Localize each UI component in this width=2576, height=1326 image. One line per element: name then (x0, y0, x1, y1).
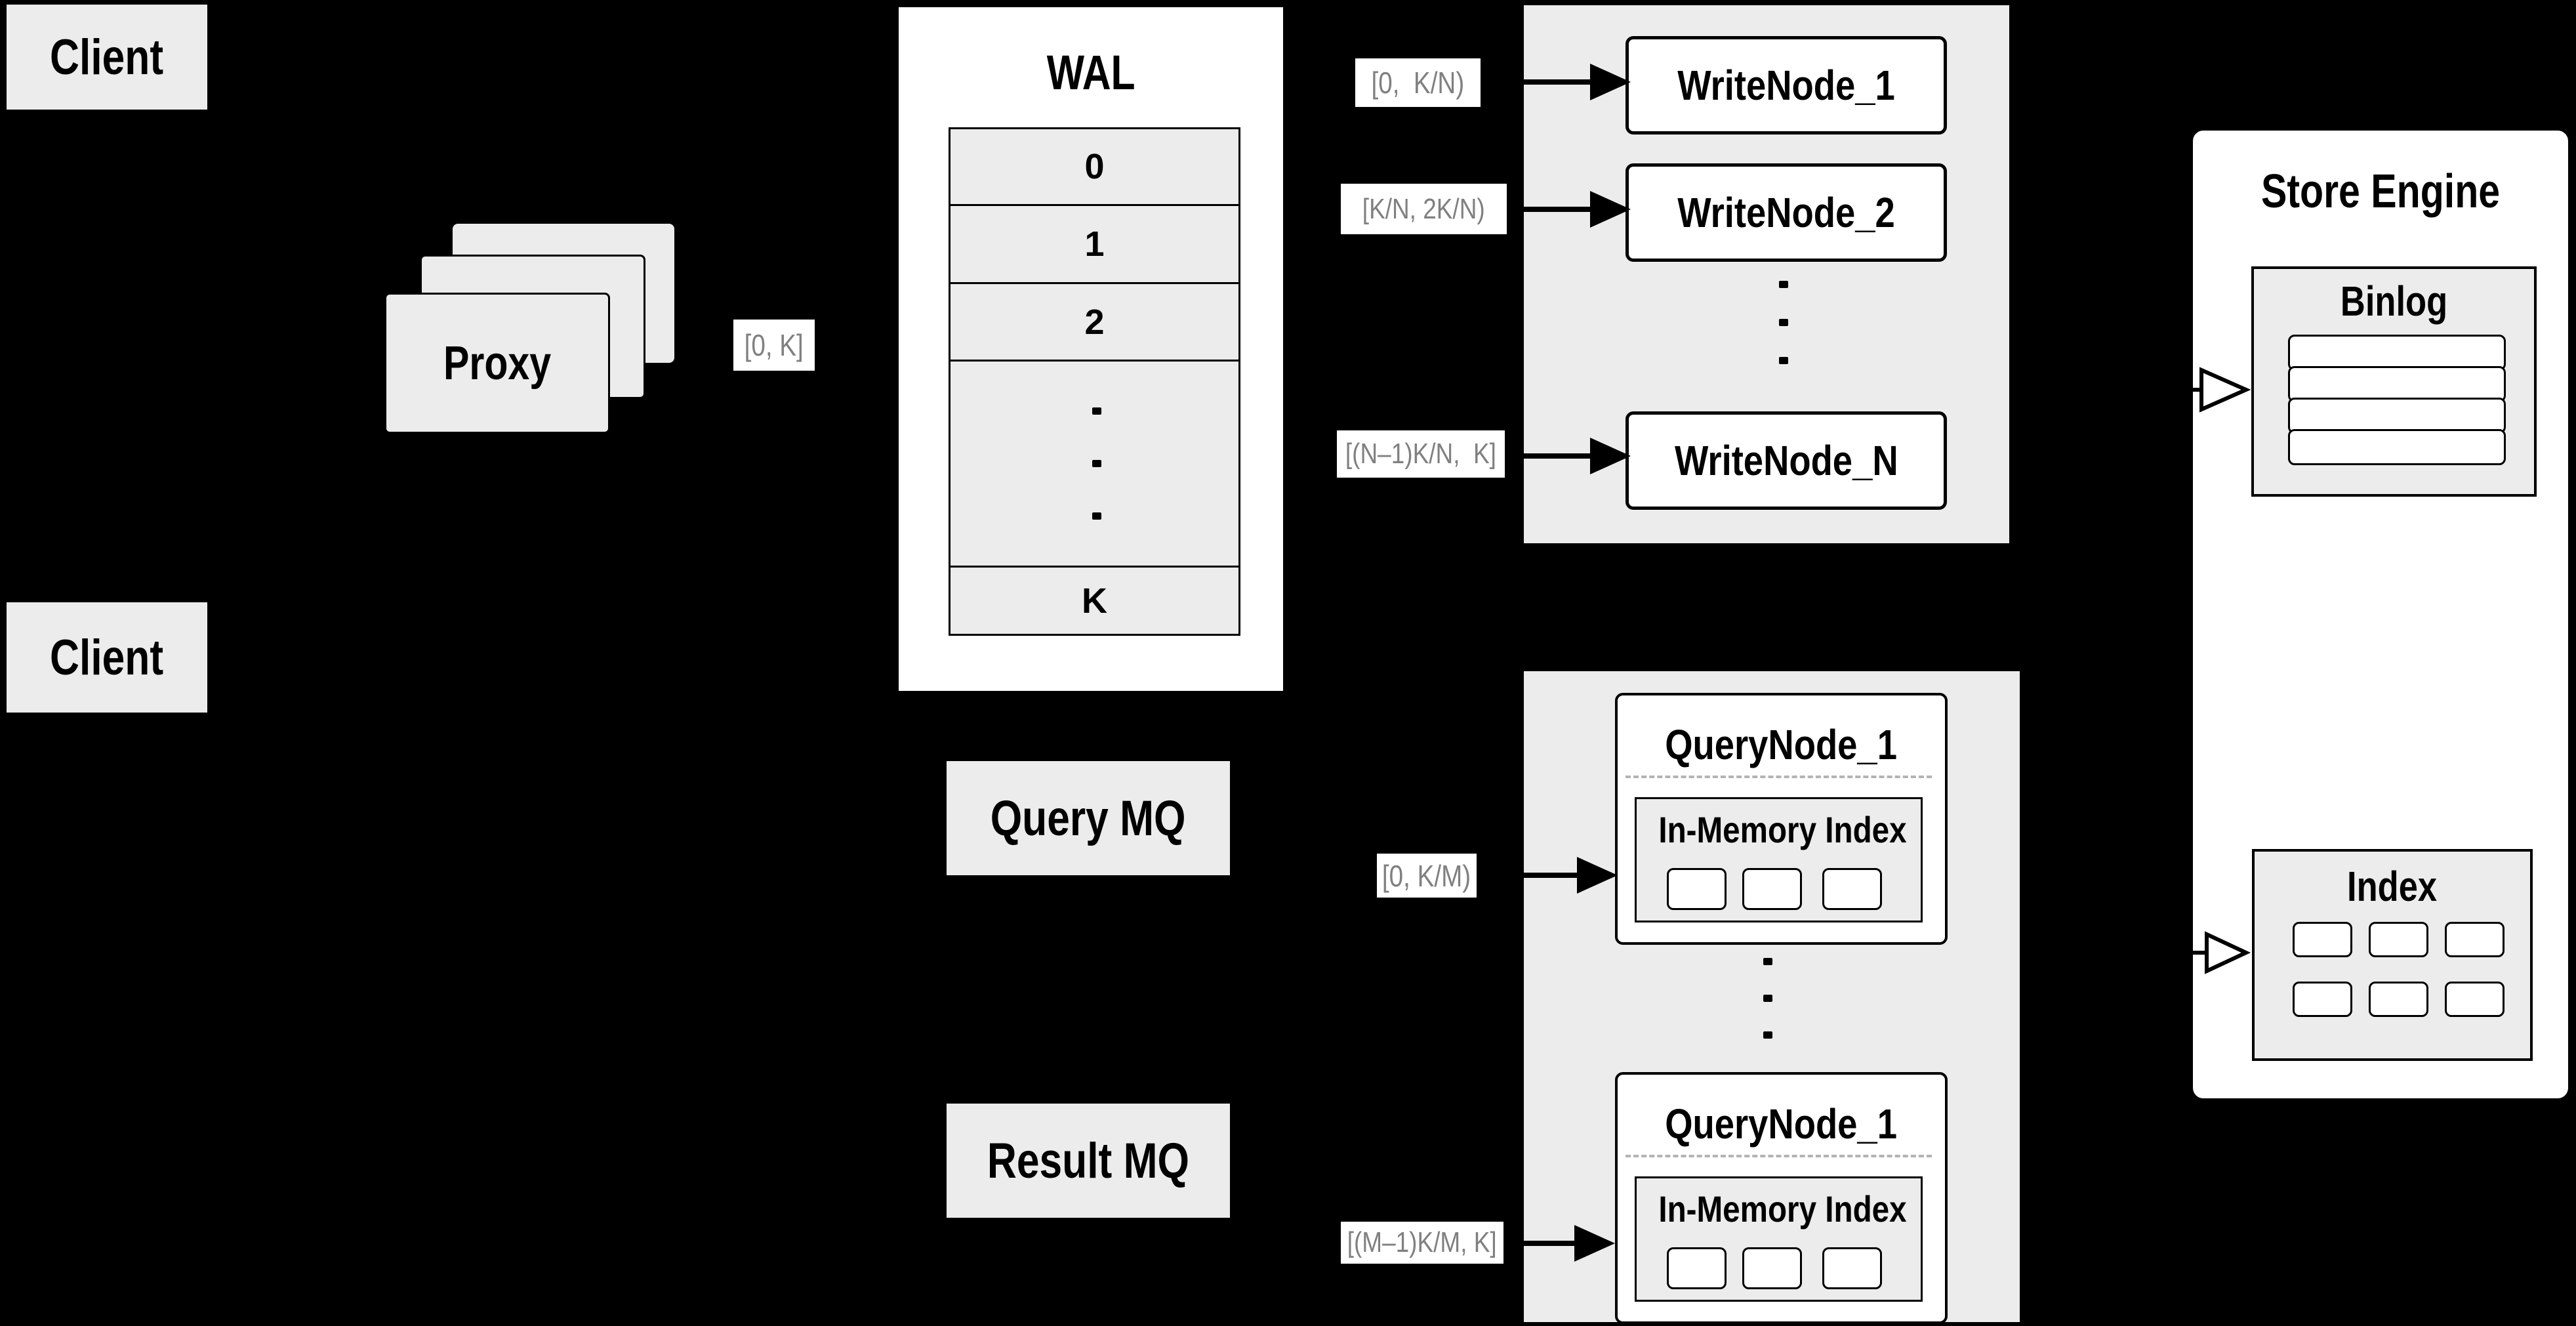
in-memory-index-a-title: In-Memory Index (1658, 809, 1907, 850)
client-box-bottom: Client (7, 602, 207, 713)
binlog-title: Binlog (2340, 278, 2448, 325)
wal-table: 0 1 2 K (949, 127, 1240, 636)
segment-chip (1822, 868, 1882, 910)
index-title: Index (2347, 863, 2438, 910)
index-chip (2293, 982, 2352, 1017)
write-node-2: WriteNode_2 (1625, 163, 1947, 262)
divider (1625, 776, 1932, 778)
ellipsis-dot (1092, 512, 1101, 520)
store-engine-title: Store Engine (2260, 165, 2501, 218)
wal-row-0: 0 (949, 127, 1240, 206)
binlog-row (2288, 398, 2506, 434)
range-label-write-1: [0, K/N) (1355, 58, 1481, 107)
ellipsis-dot (1779, 357, 1788, 364)
in-memory-index-b: In-Memory Index (1635, 1176, 1923, 1302)
index-chip (2445, 982, 2504, 1017)
range-label-write-2: [K/N, 2K/N) (1341, 184, 1507, 234)
ellipsis-dot (1092, 407, 1101, 415)
binlog-row (2288, 366, 2506, 402)
segment-chip (1822, 1247, 1882, 1289)
ellipsis-dot (1779, 319, 1788, 326)
wal-row-2: 2 (949, 284, 1240, 362)
write-node-1: WriteNode_1 (1625, 36, 1947, 135)
proxy-box: Proxy (384, 293, 610, 434)
result-mq-label: Result MQ (987, 1132, 1190, 1189)
proxy-label: Proxy (443, 337, 552, 390)
store-engine-box: Store Engine Binlog Index (2190, 128, 2571, 1101)
write-node-2-label: WriteNode_2 (1677, 189, 1895, 236)
result-mq-box: Result MQ (947, 1104, 1230, 1218)
range-label-client: [0, K] (733, 320, 815, 371)
query-node-a: QueryNode_1 In-Memory Index (1615, 693, 1948, 945)
divider (1625, 1155, 1932, 1157)
wal-row-1: 1 (949, 206, 1240, 284)
index-chip (2445, 922, 2504, 957)
in-memory-index-b-title: In-Memory Index (1658, 1188, 1907, 1230)
write-node-n: WriteNode_N (1625, 411, 1947, 510)
segment-chip (1742, 1247, 1802, 1289)
ellipsis-dot (1092, 460, 1101, 467)
range-label-write-n: [(N–1)K/N, K] (1337, 430, 1505, 478)
query-node-a-title: QueryNode_1 (1665, 721, 1898, 768)
index-chip (2293, 922, 2352, 957)
segment-chip (1742, 868, 1802, 910)
write-node-n-label: WriteNode_N (1674, 437, 1898, 484)
query-mq-box: Query MQ (947, 761, 1230, 875)
ellipsis-dot (1763, 995, 1772, 1002)
query-node-b-title: QueryNode_1 (1665, 1100, 1898, 1148)
segment-chip (1667, 868, 1727, 910)
binlog-box: Binlog (2251, 266, 2537, 497)
write-node-1-label: WriteNode_1 (1677, 62, 1895, 109)
ellipsis-dot (1763, 958, 1772, 965)
client-top-label: Client (50, 29, 164, 85)
query-node-b: QueryNode_1 In-Memory Index (1615, 1072, 1948, 1324)
ellipsis-dot (1779, 281, 1788, 288)
client-bottom-label: Client (50, 629, 164, 686)
client-box-top: Client (7, 5, 207, 110)
in-memory-index-a: In-Memory Index (1635, 797, 1923, 922)
binlog-row (2288, 429, 2506, 465)
range-label-query-m: [(M–1)K/M, K] (1341, 1222, 1503, 1264)
wal-box: WAL 0 1 2 K (896, 5, 1286, 694)
wal-row-ellipsis (949, 362, 1240, 568)
segment-chip (1667, 1247, 1727, 1289)
index-box: Index (2252, 849, 2533, 1061)
range-label-query-1: [0, K/M) (1377, 854, 1477, 898)
index-chip (2369, 982, 2428, 1017)
query-mq-label: Query MQ (991, 790, 1186, 846)
wal-row-k: K (949, 568, 1240, 636)
index-chip (2369, 922, 2428, 957)
wal-title: WAL (1046, 45, 1135, 100)
ellipsis-dot (1763, 1031, 1772, 1039)
binlog-row (2288, 335, 2506, 371)
